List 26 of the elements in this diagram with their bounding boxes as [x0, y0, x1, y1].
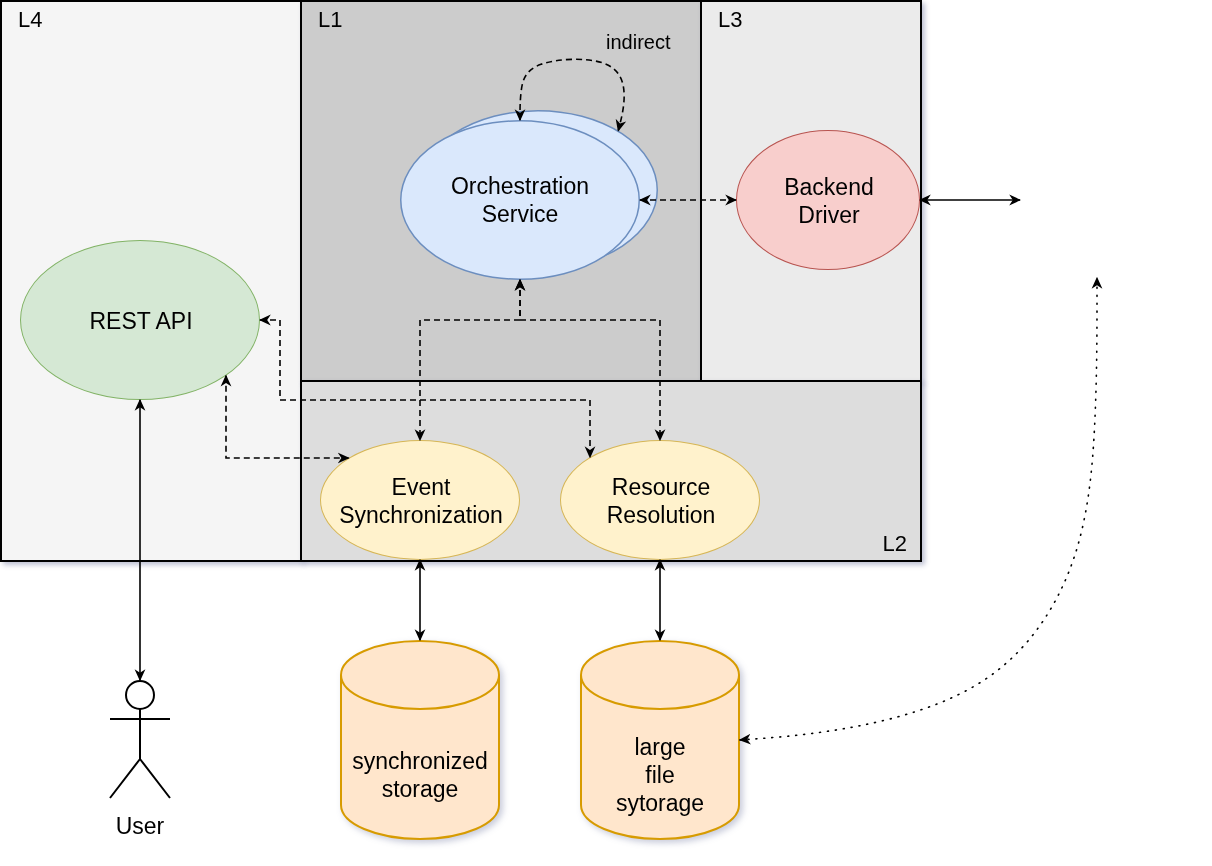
dashed-arrow: [514, 58, 627, 132]
node-label: Orchestration Service: [449, 172, 591, 228]
dotted-arrow: [738, 276, 1103, 745]
node-label: synchronized storage: [351, 747, 489, 803]
node-label: Event Synchronization: [338, 473, 504, 529]
layer-label: L2: [882, 532, 907, 556]
node-label: Resource Resolution: [605, 473, 717, 529]
dashed-arrow: [220, 374, 350, 464]
arrow: [414, 558, 426, 642]
dashed-arrow: [514, 278, 666, 442]
arrow: [654, 558, 666, 642]
node-label: REST API: [89, 307, 193, 335]
arrow: [918, 194, 1022, 206]
dashed-arrow: [638, 194, 738, 206]
layer-label: L1: [318, 8, 343, 32]
layer-panel: [0, 0, 302, 562]
layer-panel: [700, 0, 922, 382]
layer-label: L4: [18, 8, 43, 32]
layer-panel: [300, 380, 922, 562]
actor-label: User: [115, 812, 165, 840]
arrow: [134, 398, 146, 682]
node-label: Backend Driver: [783, 173, 875, 229]
dashed-arrow: [258, 314, 596, 459]
layer-label: L3: [718, 8, 743, 32]
layer-panel: [300, 0, 702, 382]
node-label: large file sytorage: [614, 733, 706, 817]
